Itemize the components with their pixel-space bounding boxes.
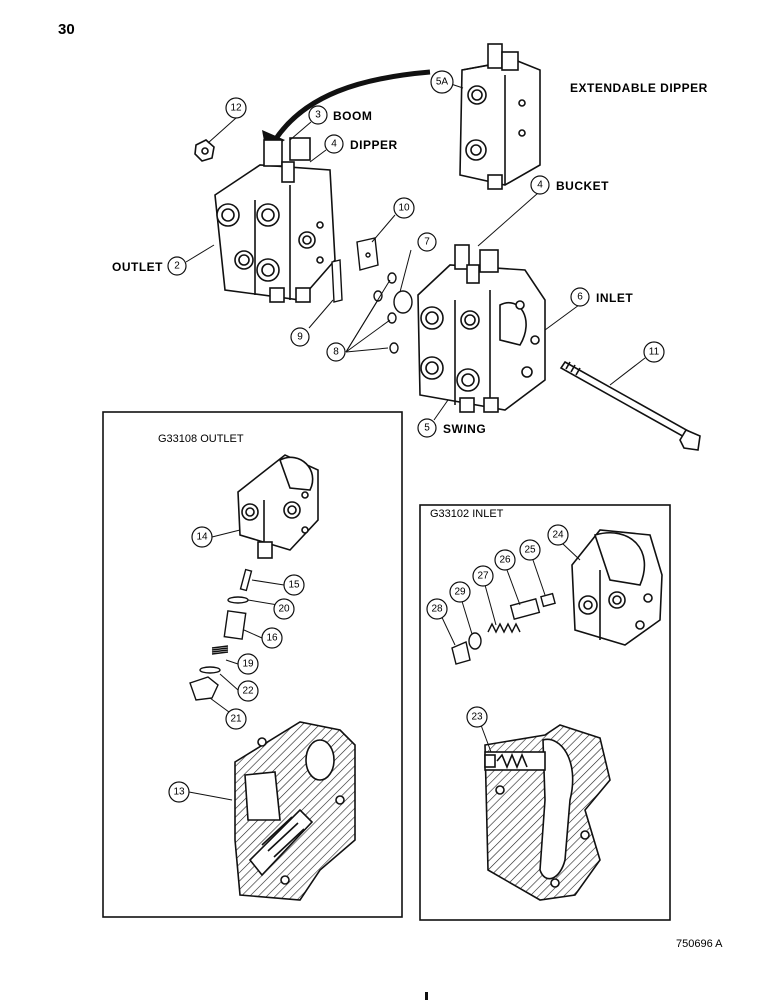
svg-text:16: 16 xyxy=(266,633,278,644)
label-bucket: BUCKET xyxy=(556,179,609,193)
svg-text:3: 3 xyxy=(315,110,321,121)
inlet-cross-section-part-23 xyxy=(484,724,611,901)
svg-text:28: 28 xyxy=(431,604,443,615)
callout-23: 23 xyxy=(466,706,488,728)
outlet-housing-part-14 xyxy=(237,454,319,559)
svg-text:8: 8 xyxy=(333,347,339,358)
callout-27: 27 xyxy=(472,565,494,587)
outlet-cross-section-part-13 xyxy=(234,721,356,901)
svg-text:4: 4 xyxy=(537,180,543,191)
svg-text:9: 9 xyxy=(297,332,303,343)
callout-22: 22 xyxy=(237,680,259,702)
svg-text:6: 6 xyxy=(577,292,583,303)
svg-text:29: 29 xyxy=(454,587,466,598)
svg-text:24: 24 xyxy=(552,530,564,541)
tie-bolt-part-11 xyxy=(559,360,701,451)
svg-text:12: 12 xyxy=(230,103,242,114)
svg-text:26: 26 xyxy=(499,555,511,566)
svg-text:27: 27 xyxy=(477,571,489,582)
figure-code: 750696 A xyxy=(676,938,723,950)
svg-text:25: 25 xyxy=(524,545,536,556)
callout-28: 28 xyxy=(426,598,448,620)
callout-10: 10 xyxy=(393,197,415,219)
callout-3: 3 xyxy=(308,105,328,125)
svg-text:5: 5 xyxy=(424,423,430,434)
svg-text:11: 11 xyxy=(649,347,660,358)
callout-15: 15 xyxy=(283,574,305,596)
callout-8: 8 xyxy=(326,342,346,362)
inset-inlet-title: G33102 INLET xyxy=(430,508,504,520)
callout-9: 9 xyxy=(290,327,310,347)
inlet-relief-parts xyxy=(451,592,556,665)
page-number: 30 xyxy=(58,21,75,38)
callout-25: 25 xyxy=(519,539,541,561)
svg-text:21: 21 xyxy=(230,714,242,725)
leader-lines-top xyxy=(185,83,646,421)
svg-text:19: 19 xyxy=(242,659,254,670)
svg-text:5A: 5A xyxy=(436,77,449,88)
callout-4-dipper: 4 xyxy=(324,134,344,154)
callout-4-bucket: 4 xyxy=(530,175,550,195)
label-dipper: DIPPER xyxy=(350,138,398,152)
svg-text:13: 13 xyxy=(173,787,185,798)
right-valve-stack xyxy=(417,244,546,413)
callout-6: 6 xyxy=(570,287,590,307)
label-extendable-dipper: EXTENDABLE DIPPER xyxy=(570,81,708,95)
svg-text:14: 14 xyxy=(196,532,208,543)
label-boom: BOOM xyxy=(333,109,372,123)
callout-7: 7 xyxy=(417,232,437,252)
main-valve-stack xyxy=(214,137,336,303)
inset-outlet-frame xyxy=(102,411,403,918)
callout-21: 21 xyxy=(225,708,247,730)
label-outlet: OUTLET xyxy=(112,260,163,274)
callout-14: 14 xyxy=(191,526,213,548)
callout-26: 26 xyxy=(494,549,516,571)
label-swing: SWING xyxy=(443,422,486,436)
callout-11: 11 xyxy=(643,341,665,363)
inset-outlet-title: G33108 OUTLET xyxy=(158,433,244,445)
svg-text:20: 20 xyxy=(278,604,290,615)
callout-29: 29 xyxy=(449,581,471,603)
callout-12: 12 xyxy=(225,97,247,119)
svg-text:15: 15 xyxy=(288,580,300,591)
gasket-part-10 xyxy=(356,237,379,271)
outlet-relief-parts xyxy=(189,568,253,701)
inset-inlet-frame xyxy=(419,504,671,921)
inlet-housing-part-24 xyxy=(571,529,663,646)
callout-24: 24 xyxy=(547,524,569,546)
extendable-dipper-section xyxy=(459,43,541,190)
callout-13: 13 xyxy=(168,781,190,803)
callout-19: 19 xyxy=(237,653,259,675)
callout-2: 2 xyxy=(167,256,187,276)
plate-part-9 xyxy=(331,259,343,303)
svg-text:2: 2 xyxy=(174,261,180,272)
callout-5: 5 xyxy=(417,418,437,438)
o-rings xyxy=(373,272,413,354)
callout-16: 16 xyxy=(261,627,283,649)
callout-20: 20 xyxy=(273,598,295,620)
svg-text:10: 10 xyxy=(398,203,410,214)
svg-text:7: 7 xyxy=(424,237,430,248)
svg-text:22: 22 xyxy=(242,686,254,697)
svg-text:4: 4 xyxy=(331,139,337,150)
assembly-arrow xyxy=(272,69,431,142)
page-edge-mark xyxy=(425,992,428,1000)
label-inlet: INLET xyxy=(596,291,633,305)
plug-part-12 xyxy=(194,139,215,162)
callout-5a: 5A xyxy=(430,70,454,94)
svg-text:23: 23 xyxy=(471,712,483,723)
